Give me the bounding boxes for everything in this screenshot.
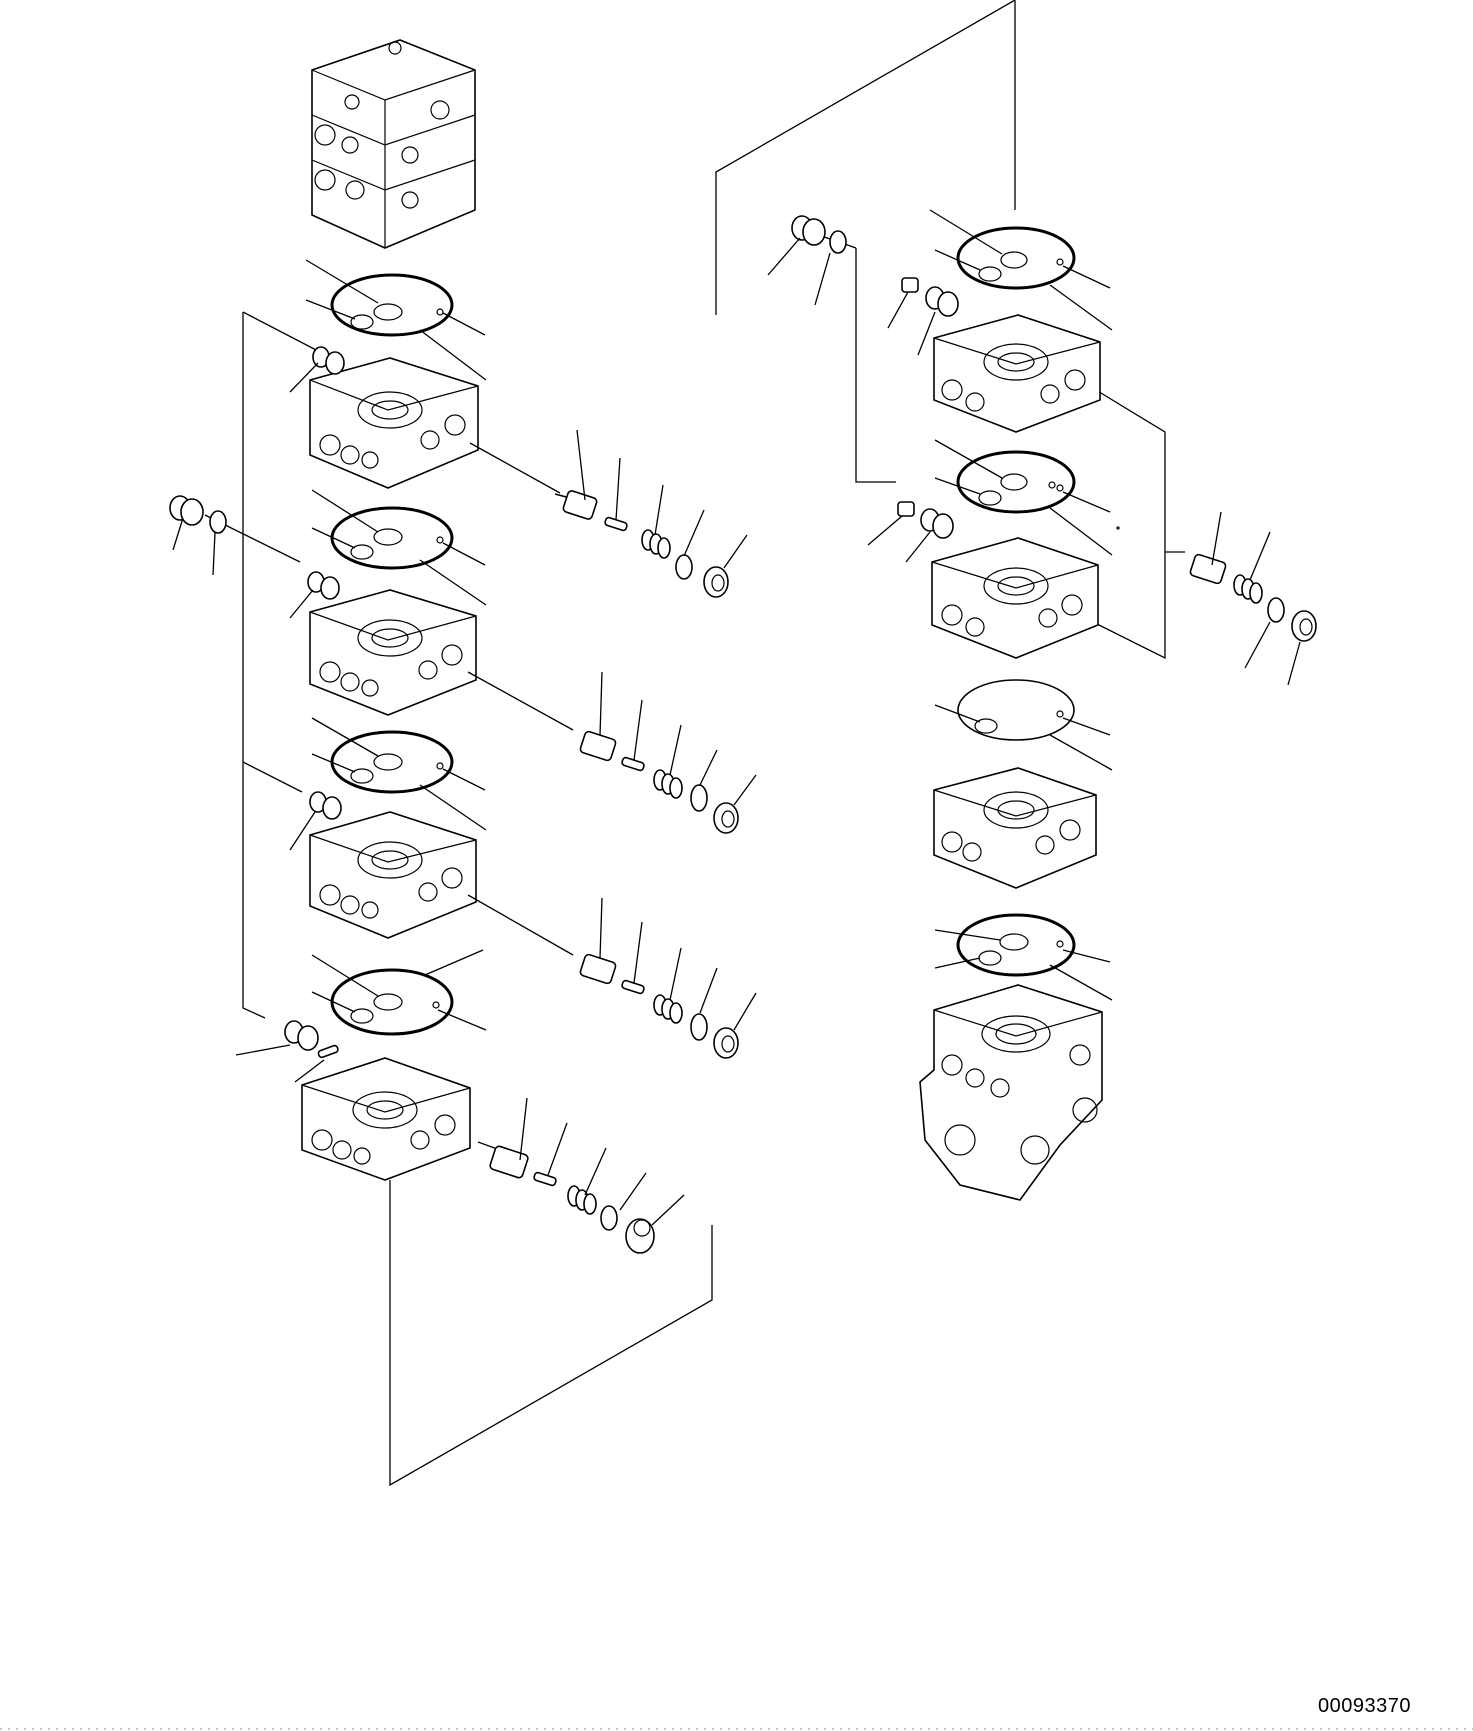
valve-section-r1	[934, 315, 1100, 432]
gasket-plate-r2	[935, 440, 1119, 555]
gasket-plate-r3	[935, 680, 1112, 770]
side-plug	[170, 496, 226, 575]
gasket-plate-r4	[935, 915, 1112, 1000]
drawing-code: 00093370	[1318, 1695, 1411, 1717]
spool-kit-2	[579, 672, 756, 833]
valve-section-r3	[934, 768, 1096, 888]
check-valve-plug-r1	[888, 278, 958, 355]
gasket-plate-2	[312, 490, 486, 605]
gasket-plate-4	[312, 950, 486, 1034]
valve-end-cover	[920, 985, 1102, 1200]
valve-section-1	[310, 358, 478, 488]
spool-kit-r	[1189, 512, 1316, 685]
valve-section-r2	[932, 538, 1098, 658]
spool-kit-4	[478, 1098, 684, 1253]
check-valve-plug-r2	[868, 502, 953, 562]
valve-stack-top	[312, 40, 475, 248]
valve-section-3	[290, 792, 476, 938]
valve-section-4	[236, 1021, 470, 1180]
spool-kit-3	[579, 898, 756, 1058]
gasket-plate-1	[306, 260, 486, 380]
check-valve-plug-1	[290, 347, 344, 392]
spool-kit-1	[555, 430, 747, 597]
right-top-plug	[768, 216, 846, 305]
gasket-plate-r1	[930, 210, 1112, 330]
gasket-plate-3	[312, 718, 486, 830]
valve-section-2	[290, 572, 476, 715]
